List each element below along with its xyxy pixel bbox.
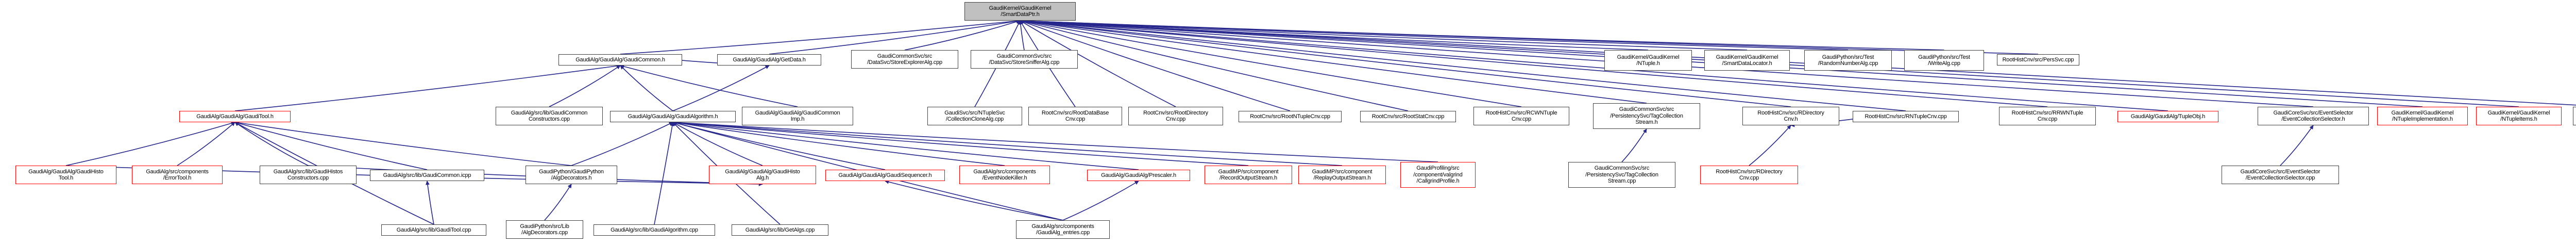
graph-node[interactable]: GaudiSvc/src/NTupleSvc /CollectionCloneA… — [927, 107, 1022, 125]
graph-node[interactable]: GaudiProfiling/src /component/valgrind /… — [1400, 162, 1476, 188]
graph-node[interactable]: GaudiAlg/GaudiAlg/GaudiCommon Imp.h — [742, 107, 853, 125]
graph-edge — [426, 181, 434, 225]
graph-edge — [544, 184, 572, 221]
graph-edge — [1062, 181, 1139, 221]
graph-edge — [620, 19, 1021, 55]
graph-node[interactable]: GaudiCommonSvc/src /DataSvc/StoreSniffer… — [971, 50, 1078, 69]
graph-node[interactable]: GaudiMP/src/component /RecordOutputStrea… — [1205, 166, 1292, 184]
graph-edge — [672, 120, 1343, 166]
graph-edge — [1749, 125, 1791, 166]
graph-node[interactable]: RootCnv/src/RootNTupleCnv.cpp — [1239, 111, 1342, 122]
graph-node[interactable]: GaudiAlg/GaudiAlg/TupleObj.h — [2117, 111, 2218, 122]
graph-edge — [1020, 19, 2168, 111]
graph-node[interactable]: GaudiAlg/GaudiAlg/GetData.h — [717, 54, 821, 66]
graph-edge — [234, 121, 572, 166]
graph-node[interactable]: GaudiKernel/GaudiKernel /NTuple.h — [1604, 50, 1692, 71]
graph-node[interactable]: GaudiAlg/src/components /GaudiAlg_entrie… — [1016, 220, 1110, 239]
graph-node[interactable]: GaudiAlg/src/lib/GaudiCommon Constructor… — [496, 107, 603, 125]
graph-node[interactable]: RootHistCnv/src/RDirectory Cnv.h — [1742, 107, 1839, 125]
graph-node[interactable]: RootCnv/src/RootDataBase Cnv.cpp — [1028, 107, 1122, 125]
graph-edge — [620, 64, 798, 107]
graph-node[interactable]: GaudiKernel/GaudiKernel /NTupleImplement… — [2377, 107, 2468, 125]
graph-node[interactable]: RootHistCnv/src/RDirectory Cnv.cpp — [1700, 166, 1798, 184]
graph-edge — [1020, 19, 2576, 106]
graph-edge — [1020, 19, 1849, 51]
graph-edge — [1020, 19, 1944, 51]
graph-edge — [672, 120, 1438, 162]
graph-node[interactable]: GaudiAlg/src/lib/GaudiTool.cpp — [381, 224, 486, 236]
graph-edge — [234, 122, 309, 166]
graph-node[interactable]: GaudiCommonSvc/src /PersistencySvc/TagCo… — [1593, 103, 1700, 129]
graph-node[interactable]: RootCnv/src/RootStatCnv.cpp — [1360, 111, 1456, 122]
graph-edge — [1018, 20, 1025, 51]
graph-edge — [885, 179, 1063, 221]
graph-node[interactable]: GaudiKernel/GaudiKernel /SmartDataLocato… — [1704, 50, 1790, 71]
graph-node[interactable]: GaudiPython/src/Test /WriteAlg.cpp — [1904, 50, 1984, 71]
graph-edge — [65, 121, 235, 166]
graph-edge — [672, 121, 886, 170]
graph-edge — [177, 122, 235, 166]
graph-node[interactable]: GaudiCoreSvc/src/EventSelector /EventCol… — [2222, 166, 2339, 184]
graph-edge — [654, 122, 674, 225]
graph-edge — [1621, 128, 1647, 162]
graph-node[interactable]: GaudiCommonSvc/src /DataSvc/StoreExplore… — [851, 50, 958, 69]
graph-node[interactable]: RootCnv/src/RootDirectory Cnv.cpp — [1128, 107, 1223, 125]
graph-node[interactable]: GaudiCoreSvc/src/EventSelector /EventCol… — [2258, 107, 2369, 125]
graph-node[interactable]: GaudiCommonSvc/src /PersistencySvc/TagCo… — [1568, 162, 1675, 188]
graph-node[interactable]: GaudiKernel/GaudiKernel /NTupleItems.h — [2476, 107, 2562, 125]
graph-node[interactable]: GaudiMP/src/component /ReplayOutputStrea… — [1298, 166, 1386, 184]
graph-edge — [620, 65, 673, 111]
graph-node[interactable]: GaudiAlg/src/components /EventNodeKiller… — [959, 166, 1050, 184]
graph-node[interactable]: GaudiAlg/GaudiAlg/GaudiTool.h — [179, 111, 291, 122]
graph-node[interactable]: RootHistCnv/src/RNTupleCnv.cpp — [1853, 111, 1959, 122]
graph-node[interactable]: GaudiAlg/src/lib/GetAlgs.cpp — [732, 224, 828, 236]
graph-node[interactable]: GaudiAlg/GaudiAlg/GaudiAlgorithm.h — [610, 111, 736, 122]
graph-edge — [672, 122, 763, 166]
graph-edge — [904, 20, 1021, 51]
graph-node[interactable]: GaudiAlg/GaudiAlg/GaudiHisto Alg.h — [709, 166, 816, 184]
graph-edge — [769, 19, 1021, 55]
graph-node-root[interactable]: GaudiKernel/GaudiKernel /SmartDataPtr.h — [964, 2, 1076, 21]
graph-edge — [1020, 19, 2048, 107]
graph-edge — [1020, 19, 1748, 51]
graph-edge — [549, 65, 621, 107]
graph-node[interactable]: GaudiAlg/GaudiAlg/GaudiHisto Tool.h — [15, 166, 116, 184]
graph-node[interactable]: GaudiAlg/src/lib/GaudiCommon.icpp — [370, 170, 484, 181]
graph-edge — [1020, 19, 1522, 107]
graph-node[interactable]: GaudiPython/GaudiPython /AlgDecorators.h — [526, 166, 617, 184]
graph-node[interactable]: GaudiKernel/src/Lib /Selector.cpp — [2573, 107, 2576, 125]
graph-node[interactable]: GaudiAlg/src/components /ErrorTool.h — [132, 166, 223, 184]
graph-node[interactable]: GaudiAlg/GaudiAlg/Prescaler.h — [1087, 170, 1190, 181]
graph-edge — [234, 63, 621, 111]
graph-node[interactable]: GaudiAlg/src/lib/GaudiAlgorithm.cpp — [594, 224, 715, 236]
graph-edge — [672, 65, 770, 111]
graph-edge — [1020, 19, 2039, 55]
graph-node[interactable]: RootHistCnv/src/RRWNTuple Cnv.cpp — [1999, 107, 2096, 125]
graph-edge — [1020, 19, 1409, 111]
graph-edge — [672, 120, 1249, 166]
graph-edge — [2280, 125, 2314, 166]
graph-edge — [1020, 19, 1649, 51]
graph-node[interactable]: GaudiAlg/GaudiAlg/GaudiCommon.h — [558, 54, 682, 66]
graph-node[interactable]: RootHistCnv/src/PersSvc.cpp — [1997, 54, 2079, 66]
graph-edge — [234, 121, 428, 170]
graph-edge — [1020, 19, 1647, 104]
graph-node[interactable]: GaudiAlg/GaudiAlg/GaudiSequencer.h — [825, 170, 945, 181]
graph-node[interactable]: GaudiPython/src/Lib /AlgDecorators.cpp — [506, 220, 583, 239]
graph-node[interactable]: GaudiPython/src/Test /RandomNumberAlg.cp… — [1804, 50, 1892, 71]
graph-node[interactable]: RootHistCnv/src/RCWNTuple Cnv.cpp — [1473, 107, 1569, 125]
graph-node[interactable]: GaudiAlg/src/lib/GaudiHistos Constructor… — [260, 166, 357, 184]
graph-edge — [672, 121, 1005, 166]
graph-edge — [672, 120, 1139, 170]
graph-edge — [571, 122, 673, 166]
